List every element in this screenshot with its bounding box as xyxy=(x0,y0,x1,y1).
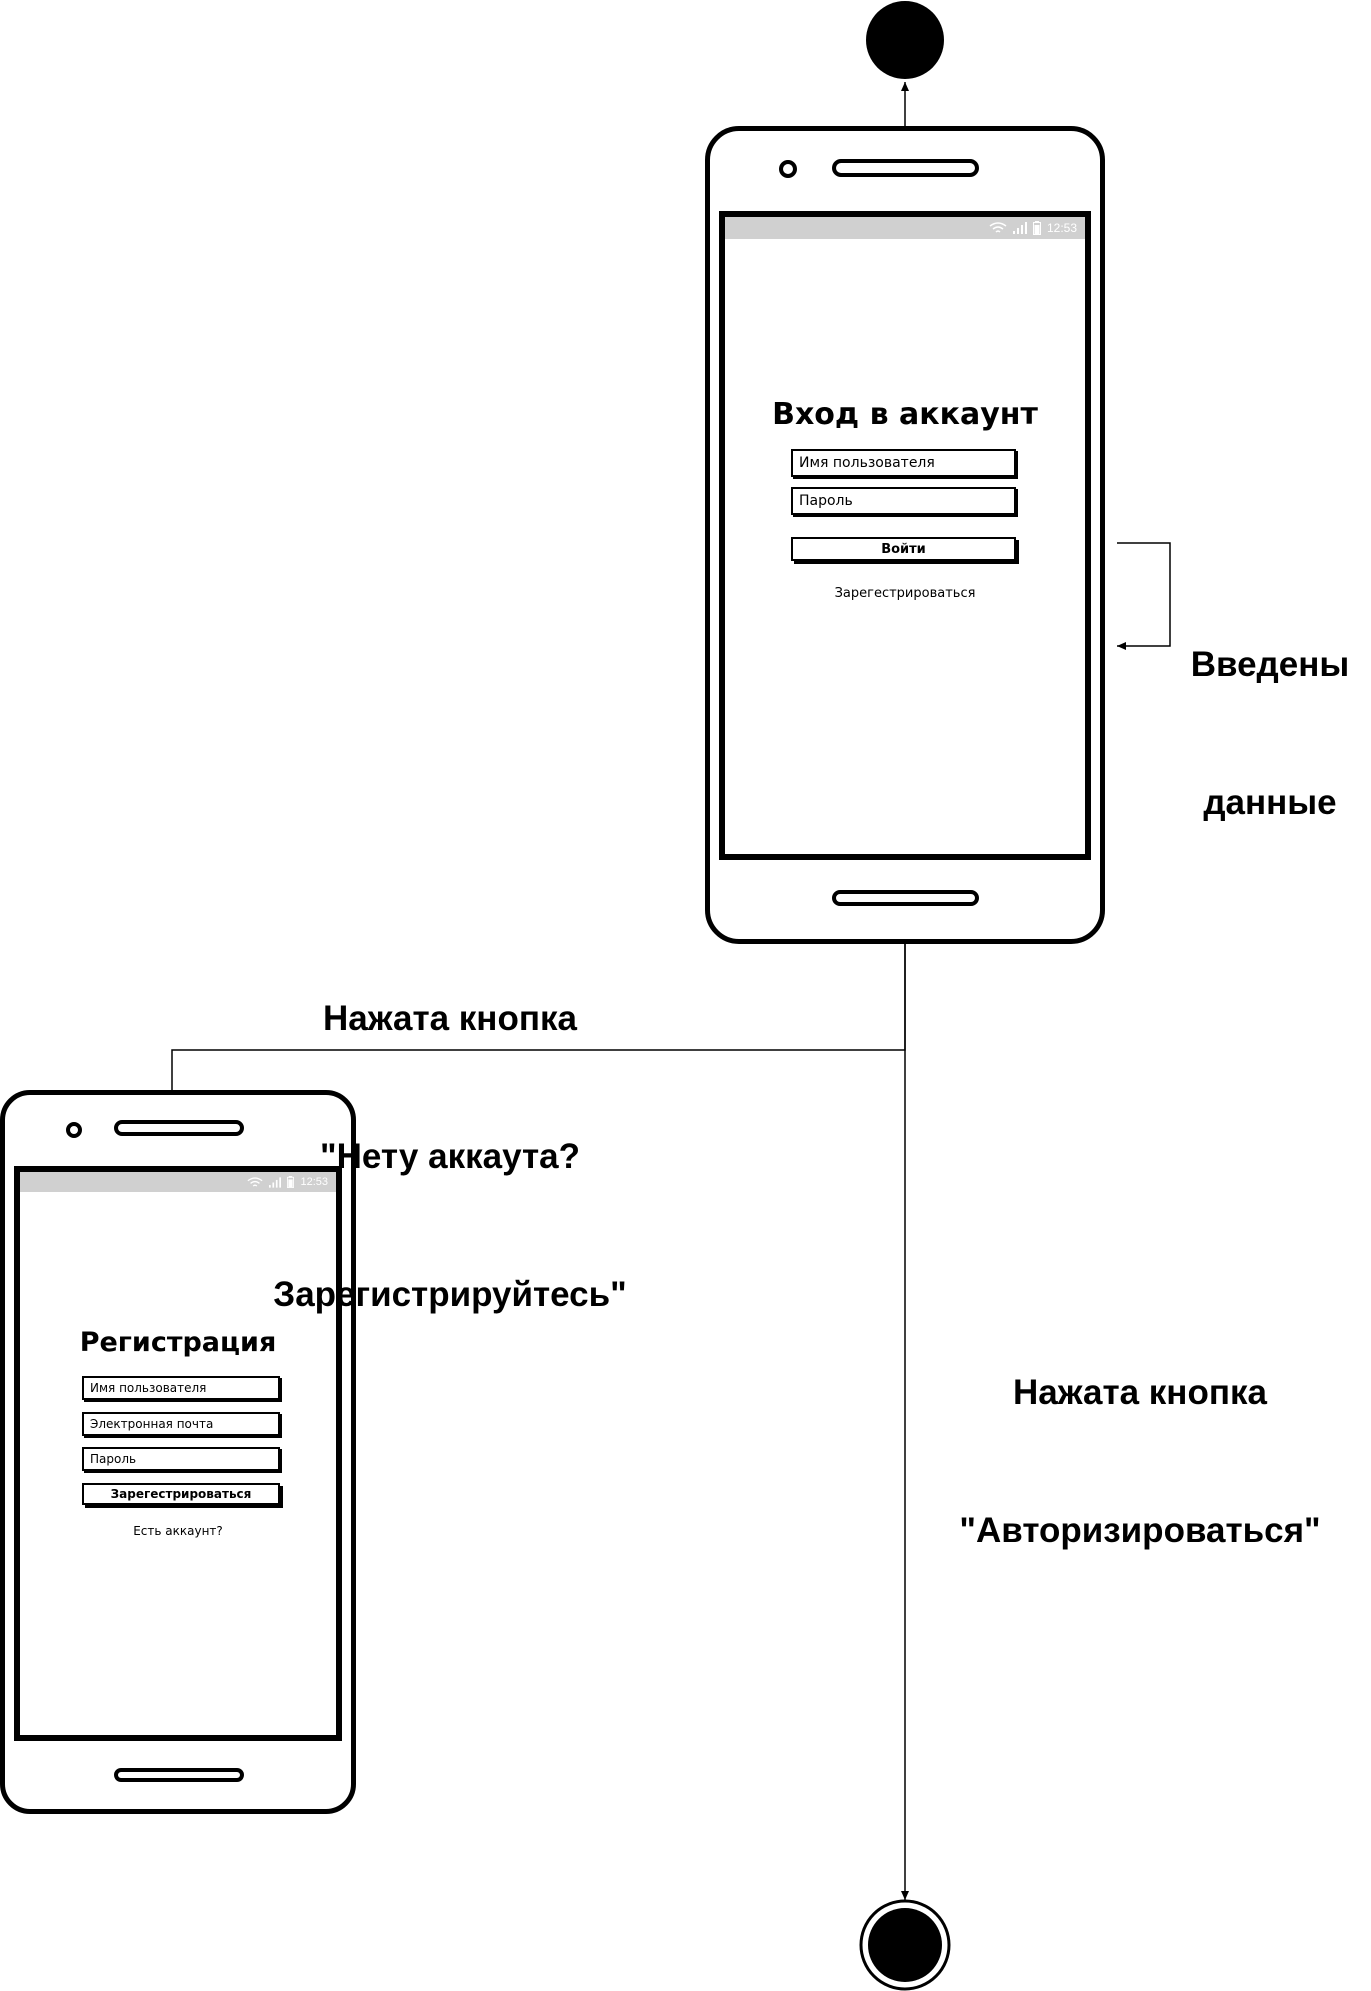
speaker-bottom xyxy=(114,1768,244,1782)
register-button[interactable]: Зарегестрироваться xyxy=(82,1483,280,1505)
label-line: Нажата кнопка xyxy=(323,999,577,1038)
camera-icon xyxy=(779,160,797,178)
login-phone: 12:53 Вход в аккаунт Имя пользователя Па… xyxy=(705,126,1105,944)
status-time: 12:53 xyxy=(300,1176,328,1188)
signal-icon xyxy=(269,1176,282,1188)
battery-icon xyxy=(1032,221,1041,235)
wifi-icon xyxy=(247,1176,263,1188)
label-authorize: Нажата кнопка "Авторизироваться" xyxy=(920,1278,1360,1600)
signal-icon xyxy=(1012,222,1027,234)
login-title: Вход в аккаунт xyxy=(772,397,1038,432)
label-line: Нажата кнопка xyxy=(1013,1373,1267,1412)
initial-state-node xyxy=(866,1,944,79)
username-field[interactable]: Имя пользователя xyxy=(791,449,1016,477)
speaker-bottom xyxy=(832,890,979,906)
label-data-entered: Введены данные xyxy=(1180,550,1360,872)
status-time: 12:53 xyxy=(1046,221,1077,235)
label-line: "Нету аккаута? xyxy=(320,1137,580,1176)
password-field[interactable]: Пароль xyxy=(791,487,1016,515)
status-bar: 12:53 xyxy=(20,1172,336,1192)
label-to-register: Нажата кнопка "Нету аккаута? Зарегистрир… xyxy=(230,904,670,1364)
self-loop-arrow xyxy=(1117,542,1171,650)
login-button[interactable]: Войти xyxy=(791,537,1016,561)
register-phone: 12:53 Регистрация Имя пользователя Элект… xyxy=(0,1090,356,1814)
password-field[interactable]: Пароль xyxy=(82,1447,280,1471)
speaker-top xyxy=(114,1120,244,1136)
register-title: Регистрация xyxy=(79,1327,277,1358)
register-link[interactable]: Зарегестрироваться xyxy=(834,586,976,601)
camera-icon xyxy=(66,1122,82,1138)
label-line: данные xyxy=(1203,783,1337,822)
email-field[interactable]: Электронная почта xyxy=(82,1412,280,1436)
register-screen: 12:53 Регистрация Имя пользователя Элект… xyxy=(14,1166,342,1741)
label-line: Зарегистрируйтесь" xyxy=(273,1275,627,1314)
label-line: "Авторизироваться" xyxy=(959,1511,1321,1550)
username-field[interactable]: Имя пользователя xyxy=(82,1376,280,1400)
have-account-link[interactable]: Есть аккаунт? xyxy=(133,1524,223,1538)
login-screen: 12:53 Вход в аккаунт Имя пользователя Па… xyxy=(719,211,1091,860)
wifi-icon xyxy=(989,222,1007,234)
speaker-top xyxy=(832,159,979,177)
battery-icon xyxy=(287,1176,295,1188)
final-state-node xyxy=(868,1908,942,1982)
label-line: Введены xyxy=(1190,645,1350,684)
status-bar: 12:53 xyxy=(725,217,1085,239)
